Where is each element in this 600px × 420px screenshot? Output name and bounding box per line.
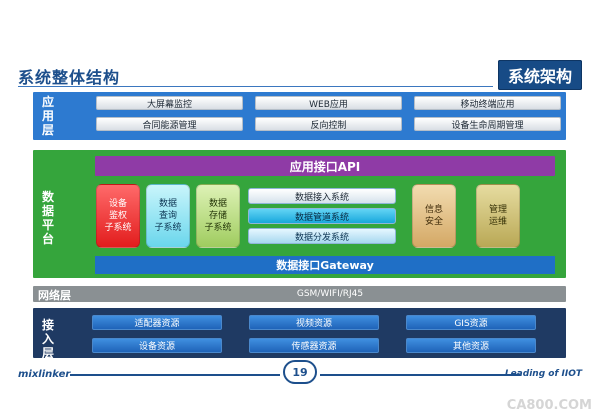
app-item-reverse-control: 反向控制	[255, 117, 402, 131]
subsystem-query: 数据 查询 子系统	[146, 184, 190, 248]
app-item-web: WEB应用	[255, 96, 402, 110]
network-layer-label: 网络层	[38, 289, 71, 302]
access-item-device: 设备资源	[92, 338, 222, 353]
app-item-energy-contract: 合同能源管理	[96, 117, 243, 131]
system-pipeline: 数据管道系统	[248, 208, 396, 224]
subsystem-auth: 设备 鉴权 子系统	[96, 184, 140, 248]
access-item-video: 视频资源	[249, 315, 379, 330]
gateway-bar: 数据接口Gateway	[95, 256, 555, 274]
app-item-big-screen: 大屏幕监控	[96, 96, 243, 110]
title-underline	[18, 86, 493, 87]
section-badge: 系统架构	[498, 60, 582, 90]
subsystem-storage: 数据 存储 子系统	[196, 184, 240, 248]
app-layer-label: 应用层	[41, 95, 54, 137]
watermark: CA800.COM	[506, 398, 592, 413]
system-distribution: 数据分发系统	[248, 228, 396, 244]
info-security-box: 信息 安全	[412, 184, 456, 248]
access-item-adapter: 适配器资源	[92, 315, 222, 330]
footer-line-right	[320, 374, 520, 376]
footer-line-left	[70, 374, 280, 376]
access-item-other: 其他资源	[406, 338, 536, 353]
data-platform-label: 数据平台	[41, 190, 54, 246]
access-item-sensor: 传感器资源	[249, 338, 379, 353]
slide-title: 系统整体结构	[18, 68, 121, 87]
app-item-lifecycle: 设备生命周期管理	[414, 117, 561, 131]
footer-tagline: Leading of IIOT	[504, 369, 582, 379]
app-item-mobile: 移动终端应用	[414, 96, 561, 110]
ops-management-box: 管理 运维	[476, 184, 520, 248]
brand-logo: mixlinker	[18, 369, 71, 380]
access-item-gis: GIS资源	[406, 315, 536, 330]
page-number: 19	[283, 360, 317, 384]
access-layer-label: 接入层	[41, 318, 54, 360]
network-layer	[33, 286, 566, 302]
system-ingest: 数据接入系统	[248, 188, 396, 204]
network-protocols: GSM/WIFI/RJ45	[296, 289, 364, 299]
api-bar: 应用接口API	[95, 156, 555, 176]
